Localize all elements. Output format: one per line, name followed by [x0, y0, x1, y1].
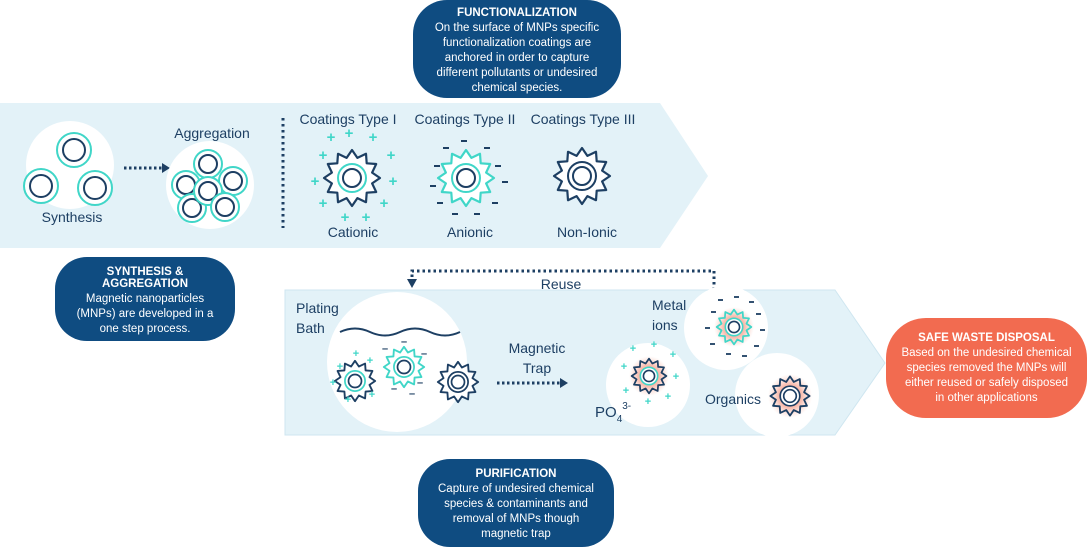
svg-text:+: + [387, 147, 396, 164]
reuse-label: Reuse [540, 276, 582, 292]
coatings-type-2-label: Coatings Type II [414, 111, 516, 127]
cationic-label: Cationic [327, 224, 379, 240]
svg-text:–: – [409, 388, 415, 400]
svg-text:+: + [345, 394, 351, 406]
metal-ions-label: Metal ions [652, 297, 687, 333]
svg-text:+: + [380, 195, 389, 212]
svg-text:+: + [389, 173, 398, 190]
organics-label: Organics [705, 391, 762, 407]
plating-bath-label: Plating Bath [296, 300, 339, 336]
synthesis-to-aggregation-arrow [124, 163, 170, 173]
magnetic-trap-label: Magnetic Trap [508, 340, 566, 376]
phosphate-label: PO4 3- [595, 401, 632, 425]
svg-text:+: + [330, 377, 336, 389]
bath-particle-non-ionic [436, 360, 480, 404]
reuse-arrow [407, 269, 716, 290]
svg-text:+: + [353, 348, 359, 360]
purification-title: PURIFICATION [475, 468, 557, 480]
synthesis-particles [23, 132, 113, 206]
cationic-particle [322, 148, 382, 208]
functionalization-bubble: FUNCTIONALIZATION On the surface of MNPs… [413, 0, 621, 98]
svg-text:+: + [673, 371, 679, 383]
purification-body: Capture of undesired chemical species & … [438, 483, 594, 540]
organics-particle [769, 375, 811, 417]
coatings-type-1-label: Coatings Type I [299, 111, 397, 127]
coatings-type-3-label: Coatings Type III [530, 111, 636, 127]
purification-bubble: PURIFICATION Capture of undesired chemic… [418, 459, 614, 547]
svg-text:+: + [645, 396, 651, 408]
plating-bath-waves [339, 327, 461, 337]
non-ionic-label: Non-Ionic [557, 224, 617, 240]
phosphate-particle [630, 357, 668, 395]
functionalization-body: On the surface of MNPs specific function… [434, 22, 600, 94]
anionic-label: Anionic [447, 224, 493, 240]
svg-text:+: + [621, 361, 627, 373]
svg-text:–: – [382, 343, 388, 355]
svg-text:–: – [417, 377, 423, 389]
non-ionic-particle [552, 146, 612, 206]
safe-waste-disposal-title: SAFE WASTE DISPOSAL [918, 332, 1055, 344]
aggregation-cluster [171, 149, 248, 223]
phosphate-subscript: 4 [616, 414, 623, 425]
phosphate-charges: +++ ++ +++ [621, 339, 679, 408]
svg-text:–: – [401, 336, 407, 348]
svg-text:+: + [630, 343, 636, 355]
bath-particle-cationic [333, 359, 377, 403]
phosphate-base: PO [595, 404, 617, 421]
aggregation-label: Aggregation [174, 125, 250, 141]
svg-text:+: + [319, 195, 328, 212]
functionalization-title: FUNCTIONALIZATION [457, 7, 577, 19]
synthesis-aggregation-title: SYNTHESIS & AGGREGATION [101, 266, 189, 290]
svg-text:+: + [311, 173, 320, 190]
svg-text:+: + [319, 147, 328, 164]
svg-text:–: – [391, 383, 397, 395]
svg-text:+: + [345, 125, 354, 142]
svg-text:+: + [341, 209, 350, 226]
svg-text:+: + [369, 129, 378, 146]
svg-text:+: + [651, 339, 657, 351]
safe-waste-disposal-bubble: SAFE WASTE DISPOSAL Based on the undesir… [886, 318, 1087, 418]
bath-charges: ++ ++ ++ –– –– –– [330, 336, 427, 406]
svg-text:+: + [362, 209, 371, 226]
synthesis-label: Synthesis [41, 209, 103, 225]
svg-text:–: – [421, 348, 427, 360]
cationic-charges: +++ ++ ++ ++ ++ [311, 125, 398, 226]
synthesis-aggregation-bubble: SYNTHESIS & AGGREGATION Magnetic nanopar… [55, 257, 235, 341]
svg-text:+: + [623, 385, 629, 397]
svg-text:+: + [670, 349, 676, 361]
svg-text:+: + [337, 361, 343, 373]
svg-text:+: + [665, 391, 671, 403]
metal-ions-particle [715, 308, 753, 346]
safe-waste-disposal-body: Based on the undesired chemical species … [901, 347, 1072, 404]
bath-particle-anionic [382, 345, 426, 389]
svg-text:+: + [327, 129, 336, 146]
svg-text:+: + [367, 355, 373, 367]
metal-ions-charges [705, 296, 765, 357]
synthesis-aggregation-body: Magnetic nanoparticles (MNPs) are develo… [76, 293, 214, 335]
magnetic-trap-arrow [497, 378, 568, 388]
anionic-charges [430, 140, 508, 215]
phosphate-superscript: 3- [622, 401, 632, 412]
svg-text:+: + [369, 389, 375, 401]
anionic-particle [436, 148, 496, 208]
